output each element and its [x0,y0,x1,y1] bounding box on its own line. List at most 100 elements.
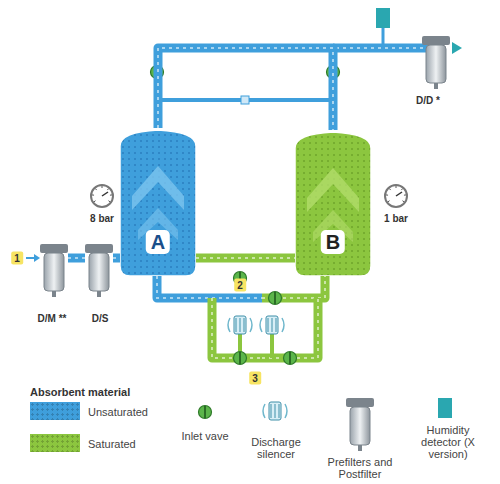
silencer-body [269,402,281,420]
pipe-body [212,298,262,358]
silencer-slot [268,318,269,332]
silencer-slot [272,318,273,332]
pipe-stripe [158,48,333,130]
filter-housing [422,36,450,89]
sound-wave [263,404,287,418]
pressure-gauge [385,185,407,207]
flow-chevron [307,168,359,212]
sensor-line [382,28,385,44]
filter-drain [434,83,438,89]
part-label: D/D * [416,95,440,106]
tower-letter: A [146,230,170,254]
callout-number: 3 [249,372,261,385]
legend-title: Absorbent material [30,386,130,398]
filter-head [40,244,68,253]
tower-shell [295,132,371,276]
purge-pipe [212,298,262,358]
filter-drain [97,291,101,297]
silencer-slot [276,318,277,332]
legend-swatch [30,434,80,452]
gauge-tick [92,194,94,195]
callout-number: 2 [234,279,246,292]
filter-housing [40,244,68,297]
outlet-arrow [452,42,462,54]
gauge-tick [396,186,397,188]
filter-drain [52,291,56,297]
gauge-tick [108,201,110,202]
flow-chevron [132,166,184,210]
filter-housing [346,398,374,451]
pipe-connector [158,48,333,130]
pipe-stripe [68,257,85,259]
gauge-tick [110,194,112,195]
filter-head [422,36,450,45]
humidity-detector [438,398,452,418]
legend-text: Humidity detector (X version) [408,424,488,460]
discharge-silencer [263,402,287,420]
orifice [241,96,249,104]
pipe-body [158,48,333,130]
gauge-tick [107,189,108,190]
filter-bowl [44,253,64,291]
part-label: 1 bar [384,213,408,224]
inlet-valve [199,406,212,419]
valve-body [269,292,282,305]
gauge-tick [102,186,103,188]
silencer-slot [244,318,245,332]
gauge-tick [95,189,96,190]
gauge-needle [102,192,108,196]
filter-drain [358,445,362,451]
silencer-body [266,316,278,334]
legend-text: Inlet vave [170,430,240,442]
valve-stem [204,406,206,418]
valve-body [234,352,247,365]
valve-stem [239,352,241,364]
outlet-pipe [333,48,430,49]
sound-wave [228,318,252,332]
valve-stem [274,292,276,304]
humidity-detector [376,8,390,28]
gauge-dial [385,185,407,207]
gauge-dial [91,185,113,207]
discharge-silencer [260,316,284,334]
gauge-tick [94,201,96,202]
silencer-slot [236,318,237,332]
valve-body [199,406,212,419]
inlet-pipe [68,258,85,259]
valve-stem [289,352,291,364]
callout-number: 1 [11,252,23,265]
gauge-tick [388,201,390,202]
legend-swatch [30,402,80,420]
pipe-stripe [196,257,295,259]
valve-body [284,352,297,365]
part-label: D/S [92,313,109,324]
pipe-body [333,44,430,53]
pipe-body [68,254,85,263]
gauge-tick [402,201,404,202]
sound-wave [260,318,284,332]
gauge-tick [404,194,406,195]
legend-text: Unsaturated [88,406,148,418]
legend-text: Prefilters and Postfilter [320,456,400,480]
pipe-connector [196,258,295,259]
part-label: 8 bar [90,213,114,224]
inlet-valve [234,352,247,365]
gauge-tick [389,189,390,190]
legend-text: Discharge silencer [241,436,311,460]
pipe-body [196,254,295,263]
gauge-tick [401,189,402,190]
inlet-valve [269,292,282,305]
gauge-tick [386,194,388,195]
filter-head [346,398,374,407]
desiccant-tower: A [120,126,196,276]
silencer-slot [271,404,272,418]
part-label: D/M ** [38,313,67,324]
inlet-valve [284,352,297,365]
pipe-stripe [212,298,262,358]
legend-text: Saturated [88,438,136,450]
silencer-slot [279,404,280,418]
silencer-slot [275,404,276,418]
filter-bowl [89,253,109,291]
tower-shell [120,130,196,276]
silencer-slot [240,318,241,332]
